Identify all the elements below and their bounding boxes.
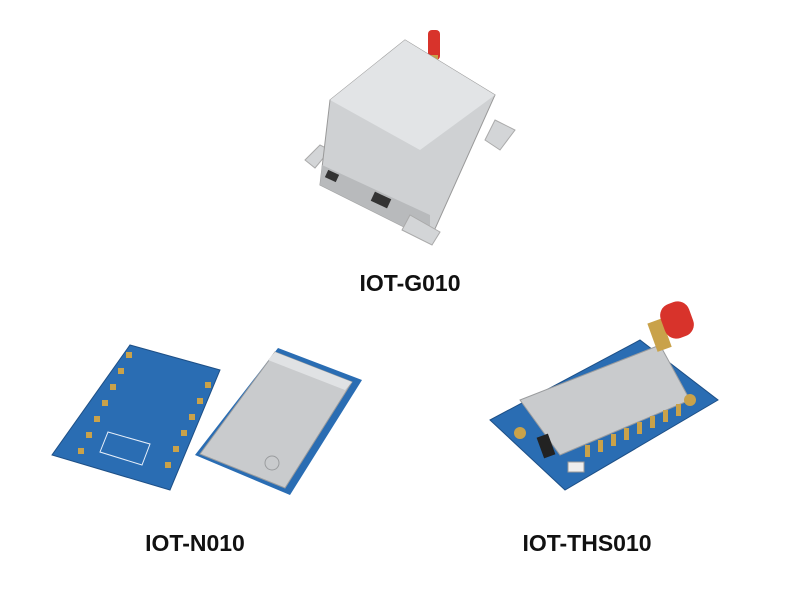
module-back-image [51, 344, 221, 491]
module-front-image [195, 348, 362, 495]
product-label-module: IOT-N010 [145, 530, 245, 556]
product-label-board: IOT-THS010 [522, 530, 652, 556]
gateway-device-image [304, 30, 516, 246]
product-label-gateway: IOT-G010 [359, 270, 461, 296]
board-with-antenna-image [489, 301, 719, 491]
